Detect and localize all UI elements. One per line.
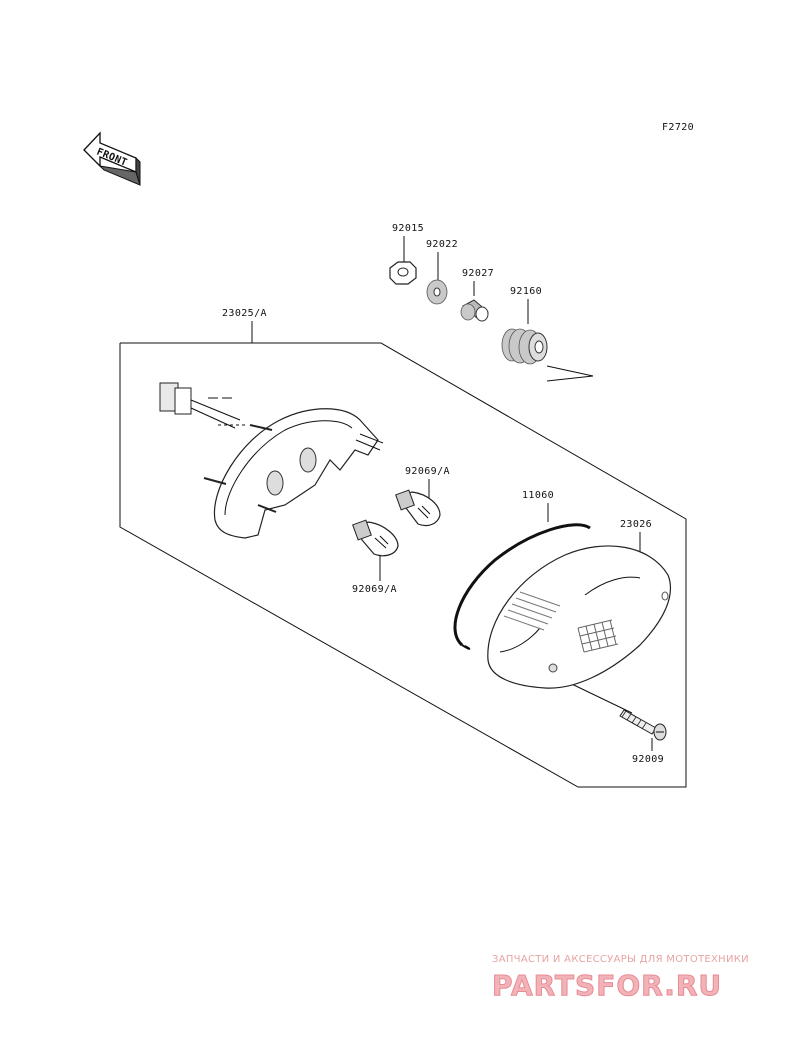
figure-code: F2720 bbox=[662, 122, 694, 133]
part-92015-nut bbox=[389, 261, 417, 285]
label-11060: 11060 bbox=[522, 490, 554, 501]
part-11060-gasket bbox=[453, 523, 591, 650]
label-23026: 23026 bbox=[620, 519, 652, 530]
label-92069a-upper: 92069/A bbox=[405, 466, 450, 477]
watermark-tagline: ЗАПЧАСТИ И АКСЕССУАРЫ ДЛЯ МОТОТЕХНИКИ bbox=[492, 954, 749, 965]
label-92027: 92027 bbox=[462, 268, 494, 279]
label-92009: 92009 bbox=[632, 754, 664, 765]
label-92069a-lower: 92069/A bbox=[352, 584, 397, 595]
part-92160-grommet bbox=[501, 328, 548, 365]
label-92160: 92160 bbox=[510, 286, 542, 297]
part-92009-screw bbox=[619, 709, 667, 741]
label-92022: 92022 bbox=[426, 239, 458, 250]
part-92069a-bulb-lower bbox=[352, 519, 399, 557]
leader-lines bbox=[251, 236, 653, 751]
watermark-logo: PARTSFOR.RU bbox=[492, 969, 722, 1002]
part-23025a-housing bbox=[159, 382, 384, 539]
part-92069a-bulb-upper bbox=[395, 489, 441, 527]
front-arrow-icon: FRONT bbox=[83, 131, 141, 186]
part-23026-lens bbox=[487, 545, 672, 689]
label-23025a: 23025/A bbox=[222, 308, 267, 319]
part-92027-collar bbox=[460, 299, 489, 322]
assembly-outline bbox=[119, 342, 687, 788]
label-92015: 92015 bbox=[392, 223, 424, 234]
part-92022-washer bbox=[426, 279, 448, 305]
